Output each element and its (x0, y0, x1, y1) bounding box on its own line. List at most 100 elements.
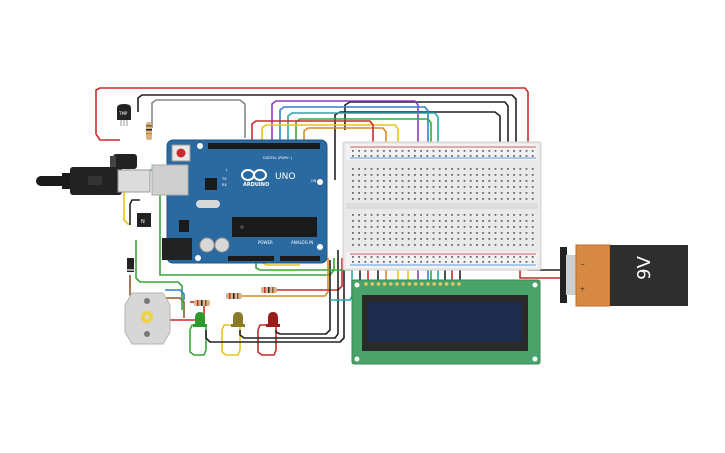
breadboard-hole (426, 238, 429, 240)
arduino-on-label: ON (311, 179, 317, 183)
breadboard-hole (420, 150, 422, 152)
breadboard-hole (438, 150, 441, 152)
wire-teal-right (330, 262, 353, 301)
breadboard-hole (451, 238, 453, 240)
breadboard-hole (370, 186, 373, 188)
breadboard-hole (494, 186, 497, 188)
arduino-analog-header (280, 256, 320, 261)
breadboard-hole (500, 155, 503, 157)
lcd-pin (426, 282, 430, 286)
breadboard-hole (463, 256, 466, 258)
breadboard-hole (463, 155, 466, 157)
breadboard-hole (457, 244, 460, 246)
breadboard-hole (364, 198, 367, 200)
breadboard-hole (389, 186, 391, 188)
breadboard-hole (352, 244, 354, 246)
breadboard-hole (500, 232, 503, 234)
arduino-digital-label: DIGITAL (PWM~) (263, 156, 293, 160)
breadboard-hole (469, 174, 472, 176)
wire-yellow-led (221, 324, 241, 356)
breadboard-hole (531, 226, 534, 228)
breadboard-hole (500, 226, 503, 228)
arduino-power-jack (162, 238, 192, 260)
breadboard-hole (352, 180, 354, 182)
breadboard-hole (376, 192, 379, 194)
breadboard-hole (414, 232, 416, 234)
breadboard-hole (445, 186, 447, 188)
breadboard-hole (401, 180, 404, 182)
breadboard-hole (451, 180, 453, 182)
breadboard-hole (401, 150, 404, 152)
diode (127, 258, 134, 272)
breadboard-hole (432, 180, 435, 182)
breadboard-hole (438, 192, 441, 194)
breadboard-hole (432, 261, 435, 263)
breadboard-hole (500, 168, 503, 170)
breadboard-hole (432, 220, 435, 222)
wire-blue-motor (165, 289, 185, 300)
breadboard-hole (451, 226, 453, 228)
breadboard-hole (407, 232, 410, 234)
wire-gray-sensor (151, 99, 246, 138)
breadboard-hole (513, 238, 515, 240)
wire-red-top (95, 87, 529, 145)
breadboard-hole (438, 186, 441, 188)
breadboard-hole (420, 168, 422, 170)
breadboard-hole (407, 155, 410, 157)
lcd-pin (451, 282, 455, 286)
breadboard-hole (494, 168, 497, 170)
breadboard-hole (420, 238, 422, 240)
breadboard-hole (519, 220, 522, 222)
lcd-pin (370, 282, 375, 286)
breadboard-hole (445, 232, 447, 234)
breadboard-hole (426, 232, 429, 234)
breadboard-hole (376, 256, 379, 258)
breadboard-hole (370, 198, 373, 200)
lcd-pin (382, 282, 387, 286)
breadboard-hole (389, 180, 391, 182)
breadboard-hole (389, 220, 391, 222)
arduino-model-text: UNO (275, 172, 295, 182)
breadboard-hole (352, 192, 354, 194)
arduino-capacitor-2 (214, 237, 230, 253)
dc-plug (110, 154, 137, 169)
breadboard-hole (500, 192, 503, 194)
breadboard-hole (414, 150, 416, 152)
breadboard-hole (469, 238, 472, 240)
breadboard-hole (482, 244, 484, 246)
breadboard-hole (507, 186, 509, 188)
breadboard-hole (358, 214, 360, 216)
battery-clip (560, 247, 567, 303)
breadboard-hole (383, 180, 385, 182)
breadboard-hole (358, 155, 360, 157)
breadboard-hole (389, 232, 391, 234)
breadboard-hole (469, 261, 472, 263)
breadboard-hole (500, 180, 503, 182)
breadboard-hole (364, 168, 367, 170)
breadboard-hole (463, 198, 466, 200)
breadboard-hole (352, 174, 354, 176)
breadboard-hole (469, 150, 472, 152)
breadboard-hole (426, 186, 429, 188)
breadboard-hole (457, 256, 460, 258)
breadboard-hole (364, 155, 367, 157)
breadboard-hole (494, 174, 497, 176)
breadboard-hole (438, 214, 441, 216)
lcd-pin (438, 282, 443, 286)
breadboard-hole (395, 238, 398, 240)
battery-minus: − (580, 261, 585, 268)
breadboard-hole (358, 198, 360, 200)
breadboard-hole (420, 232, 422, 234)
arduino-usb-port (151, 164, 189, 196)
breadboard-hole (445, 180, 447, 182)
breadboard-hole (376, 238, 379, 240)
breadboard-hole (451, 261, 453, 263)
breadboard-hole (463, 220, 466, 222)
breadboard-hole (463, 238, 466, 240)
wire-black-led2 (239, 250, 339, 339)
breadboard-hole (476, 238, 478, 240)
breadboard-hole (407, 168, 410, 170)
breadboard-hole (389, 261, 391, 263)
breadboard-hole (432, 192, 435, 194)
breadboard-hole (469, 220, 472, 222)
